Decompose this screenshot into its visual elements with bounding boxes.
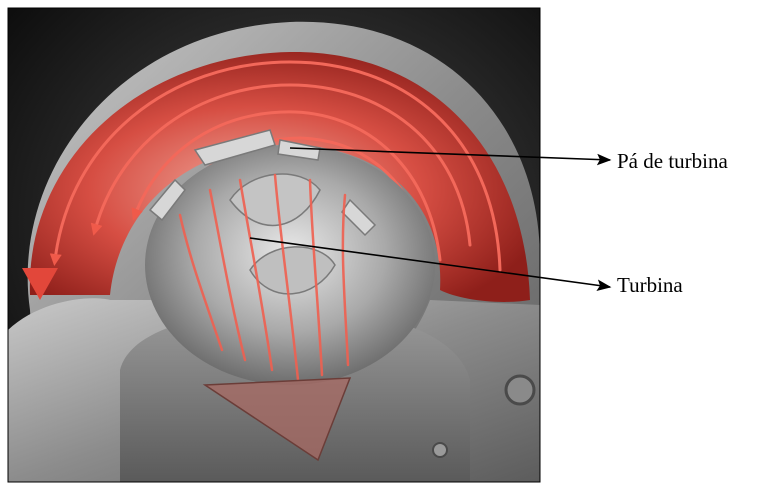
cutaway-photo [8,8,540,482]
turbine-blade-label: Pá de turbina [617,151,728,172]
housing-bolt-small [433,443,447,457]
housing-bolt [506,376,534,404]
turbine-label: Turbina [617,275,683,296]
